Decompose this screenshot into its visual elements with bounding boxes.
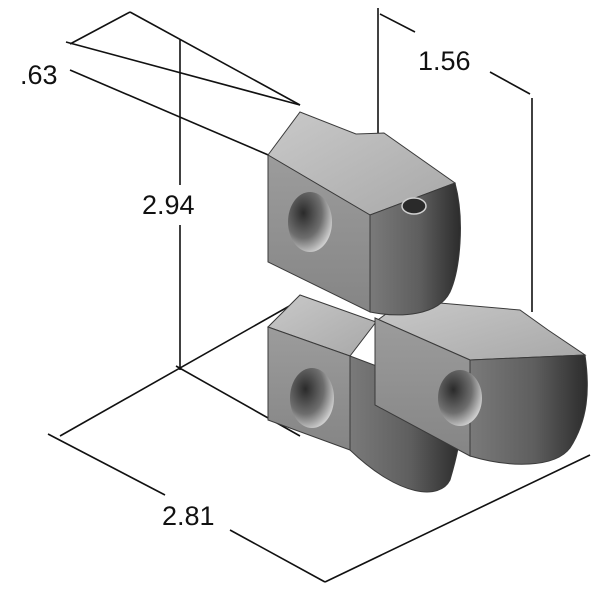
offset-dim-line-right (489, 71, 531, 95)
width-ext-line-1 (59, 299, 301, 437)
depth-dim-line-top (65, 41, 301, 106)
depth-dim-line-arrow (69, 11, 131, 45)
dimension-lines (47, 8, 591, 583)
upper-pin-hole (288, 192, 332, 252)
upper-round-end (369, 182, 461, 316)
lower-right-link (374, 299, 588, 465)
depth-ext-line-1 (129, 11, 301, 106)
width-dim-line-left (47, 433, 166, 496)
depth-dimension-label: .63 (20, 60, 58, 90)
upper-link (267, 111, 461, 316)
height-dimension-label: 2.94 (142, 190, 195, 220)
lower-right-pin-hole (438, 370, 482, 426)
width-dim-line-right (229, 529, 326, 583)
lower-right-round-end (469, 354, 588, 465)
offset-dim-line-left (379, 13, 416, 33)
lower-left-pin-hole (290, 368, 334, 428)
offset-dimension-label: 1.56 (418, 46, 471, 76)
width-ext-line-2 (324, 454, 591, 583)
depth-ext-line-2 (69, 69, 281, 161)
width-dimension-label: 2.81 (162, 501, 215, 531)
upper-small-hole (401, 197, 427, 215)
